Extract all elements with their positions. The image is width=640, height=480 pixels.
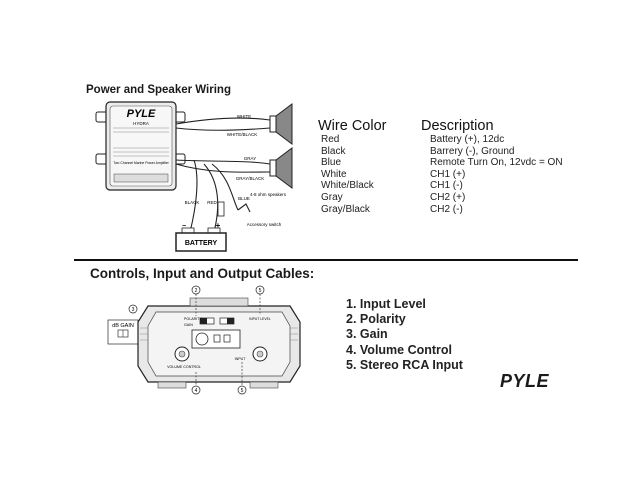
wiring-diagram: PYLE HYDRA Two Channel Marine Power Ampl… <box>95 101 293 252</box>
section-divider <box>74 259 578 261</box>
panel-polarity: POLARITY <box>184 317 202 321</box>
label-black: BLACK <box>185 200 200 205</box>
amp-brand: PYLE <box>127 108 156 120</box>
wire-color-header: Wire Color <box>318 118 387 134</box>
battery-plus: + <box>216 221 221 230</box>
description-cell: Barrery (-), Ground <box>430 145 515 157</box>
list-item: 2. Polarity <box>346 312 406 327</box>
panel-input: INPUT <box>235 357 247 361</box>
label-red: RED <box>207 200 217 205</box>
list-item: 4. Volume Control <box>346 342 453 357</box>
amplifier: PYLE HYDRA Two Channel Marine Power Ampl… <box>95 101 186 191</box>
description-cell: Battery (+), 12dc <box>430 134 505 145</box>
controls-title: Controls, Input and Output Cables: <box>90 266 315 281</box>
inline-fuse <box>217 201 225 217</box>
label-white-black: WHITE/BLACK <box>227 132 258 137</box>
panel-input-level: INPUT LEVEL <box>249 317 271 321</box>
callout: 3 <box>128 304 138 314</box>
description-cell: CH1 (+) <box>430 168 466 180</box>
battery-minus: − <box>182 223 186 230</box>
svg-text:5: 5 <box>241 388 244 394</box>
callout: 2 <box>191 285 201 316</box>
speaker-1 <box>269 103 293 145</box>
svg-text:3: 3 <box>132 307 135 313</box>
speaker-2 <box>269 147 293 189</box>
description-header: Description <box>421 118 494 134</box>
label-gray-black: GRAY/BLACK <box>236 176 264 181</box>
polarity-gain-switches: POLARITY GAIN INPUT LEVEL <box>184 317 271 327</box>
description-cell: CH2 (-) <box>430 203 463 215</box>
description-column: Battery (+), 12dc Barrery (-), Ground Re… <box>430 134 563 215</box>
wire-color-cell: Gray/Black <box>321 203 370 215</box>
label-blue: BLUE <box>238 196 250 201</box>
panel-gain: GAIN <box>184 323 193 327</box>
list-item: 3. Gain <box>346 327 388 342</box>
label-accessory: Accessory switch <box>247 222 282 227</box>
wire-color-cell: White/Black <box>321 180 374 192</box>
callout: 5 <box>255 285 265 314</box>
amp-model: HYDRA <box>133 121 149 126</box>
wire-color-cell: Black <box>321 145 346 157</box>
svg-text:4: 4 <box>195 388 198 394</box>
description-cell: CH2 (+) <box>430 191 466 203</box>
panel-volume: VOLUME CONTROL <box>167 365 201 369</box>
amp-desc: Two Channel Marine Power Amplifier <box>113 161 169 165</box>
label-speakers: 4-8 ohm speakers <box>250 192 287 197</box>
list-item: 1. Input Level <box>346 297 426 311</box>
db-gain-label: dB GAIN <box>112 323 134 329</box>
db-gain-inset: dB GAIN <box>107 315 161 345</box>
svg-text:2: 2 <box>195 288 198 294</box>
controls-diagram: dB GAIN POLARITY GAIN INPUT LEVEL VOLUME… <box>107 285 301 395</box>
battery: BATTERY − + <box>175 221 227 252</box>
input-level-knob <box>195 332 209 346</box>
controls-list: 1. Input Level 2. Polarity 3. Gain 4. Vo… <box>346 297 463 373</box>
wiring-title: Power and Speaker Wiring <box>86 84 231 96</box>
callout: 5 <box>237 362 247 395</box>
label-white: WHITE <box>237 114 252 119</box>
wire-color-cell: Red <box>321 134 340 145</box>
battery-label: BATTERY <box>185 240 218 247</box>
wire-color-cell: Blue <box>321 157 342 169</box>
wire-color-cell: White <box>321 168 347 180</box>
wire-color-cell: Gray <box>321 191 343 203</box>
callout: 4 <box>191 372 201 395</box>
description-cell: Remote Turn On, 12vdc = ON <box>430 157 563 169</box>
svg-text:5: 5 <box>259 288 262 294</box>
list-item: 5. Stereo RCA Input <box>346 357 463 372</box>
label-gray: GRAY <box>244 156 256 161</box>
description-cell: CH1 (-) <box>430 180 463 192</box>
wire-color-column: Red Black Blue White White/Black Gray Gr… <box>321 134 374 215</box>
pyle-logo: PYLE <box>500 371 550 391</box>
